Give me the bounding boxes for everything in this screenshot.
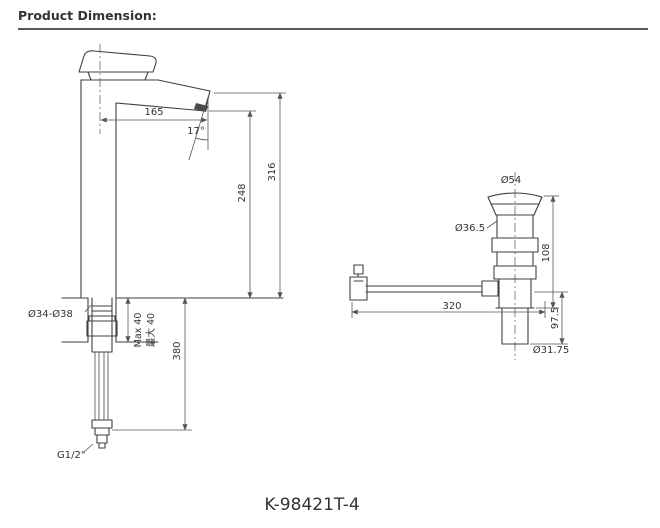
dim-tail-diameter: Ø31.75 <box>533 344 570 356</box>
dim-rod-length: 320 <box>442 301 461 312</box>
dim-thread-size: G1/2" <box>57 450 85 461</box>
drain-drawing: Ø54 Ø36.5 108 320 97.5 Ø31.75 <box>349 172 570 360</box>
supply-hoses <box>94 352 109 420</box>
drain-outline <box>349 192 543 345</box>
dim-spout-height: 248 <box>237 183 248 202</box>
dim-overall-height: 316 <box>267 162 278 181</box>
mounting-hardware <box>86 297 118 353</box>
dim-body-height: 108 <box>541 243 552 262</box>
dim-supply-length: 380 <box>172 341 183 360</box>
faucet-dimensions: 165 17° 316 248 Max 40 最大 40 380 Ø34-Ø38… <box>28 92 286 461</box>
dim-max-deck-cn: 最大 40 <box>145 313 157 347</box>
faucet-outline <box>78 50 211 299</box>
dim-tail-length: 97.5 <box>550 307 561 329</box>
faucet-drawing: 165 17° 316 248 Max 40 最大 40 380 Ø34-Ø38… <box>28 44 286 461</box>
drain-dimensions: Ø54 Ø36.5 108 320 97.5 Ø31.75 <box>351 174 570 356</box>
dim-body-diameter: Ø36.5 <box>455 222 485 234</box>
dim-max-deck-en: Max 40 <box>133 313 144 348</box>
dim-flange-diameter: Ø54 <box>501 174 522 186</box>
dim-spout-reach: 165 <box>144 107 163 118</box>
counter-deck <box>61 297 284 343</box>
dim-hole-diameter: Ø34-Ø38 <box>28 308 73 320</box>
model-number: K-98421T-4 <box>264 495 359 515</box>
hose-connector <box>91 419 113 449</box>
page-title: Product Dimension: <box>18 8 157 23</box>
dim-spout-angle: 17° <box>187 126 205 137</box>
